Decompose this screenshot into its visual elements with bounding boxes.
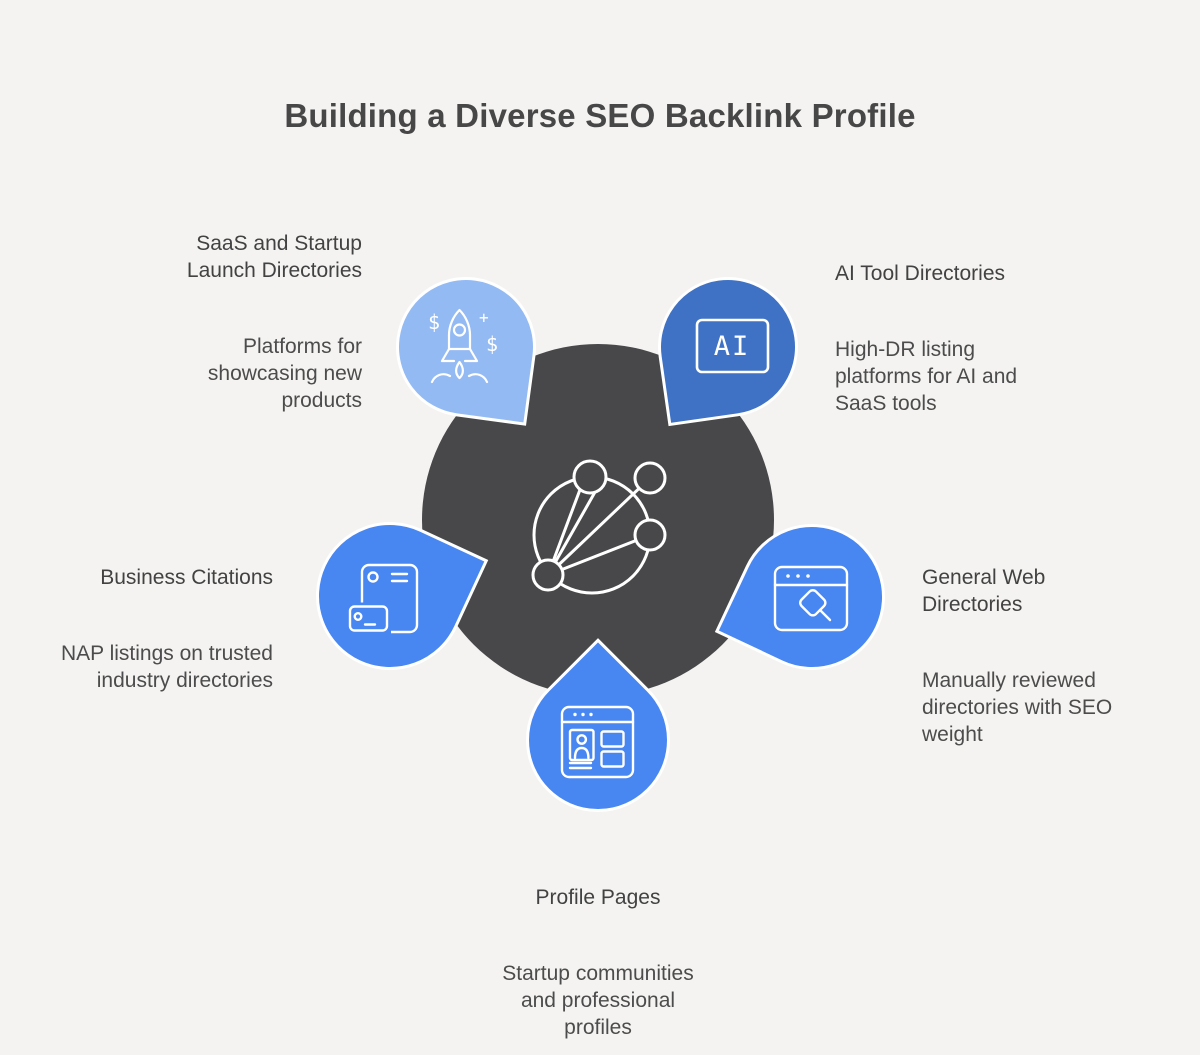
network-graph-icon bbox=[529, 457, 669, 597]
citation-cards-icon bbox=[343, 552, 433, 642]
node-ai-heading: AI Tool Directories bbox=[835, 262, 1006, 285]
page-title: Building a Diverse SEO Backlink Profile bbox=[284, 97, 916, 135]
svg-text:AI: AI bbox=[714, 331, 751, 362]
node-business-citations-heading: Business Citations bbox=[100, 566, 273, 589]
rocket-launch-icon: $ + $ bbox=[404, 285, 524, 405]
node-web-directories-text-block: General Web Directories Manually reviewe… bbox=[922, 537, 1142, 775]
ai-chip-icon: AI bbox=[692, 316, 772, 376]
node-business-citations-body: NAP listings on trusted industry directo… bbox=[60, 642, 273, 692]
node-ai-body: High-DR listing platforms for AI and Saa… bbox=[835, 338, 1018, 415]
node-web-directories-heading: General Web Directories bbox=[922, 566, 1046, 616]
node-profile-pages-heading: Profile Pages bbox=[535, 886, 661, 909]
node-saas-body: Platforms for showcasing new products bbox=[207, 335, 362, 412]
node-business-citations-text-block: Business Citations NAP listings on trust… bbox=[23, 537, 273, 721]
browser-pin-icon bbox=[767, 553, 857, 643]
node-profile-pages-body: Startup communities and professional pro… bbox=[502, 962, 694, 1039]
node-profile-pages-text-block: Profile Pages Startup communities and pr… bbox=[448, 857, 748, 1055]
node-web-directories-body: Manually reviewed directories with SEO w… bbox=[922, 669, 1113, 746]
svg-text:$: $ bbox=[486, 332, 498, 356]
svg-text:$: $ bbox=[428, 310, 440, 334]
profile-card-icon bbox=[553, 697, 643, 787]
node-saas-heading: SaaS and Startup Launch Directories bbox=[186, 232, 362, 282]
svg-text:+: + bbox=[479, 308, 489, 327]
node-saas-text-block: SaaS and Startup Launch Directories Plat… bbox=[82, 203, 362, 441]
node-ai-text-block: AI Tool Directories High-DR listing plat… bbox=[835, 233, 1075, 444]
